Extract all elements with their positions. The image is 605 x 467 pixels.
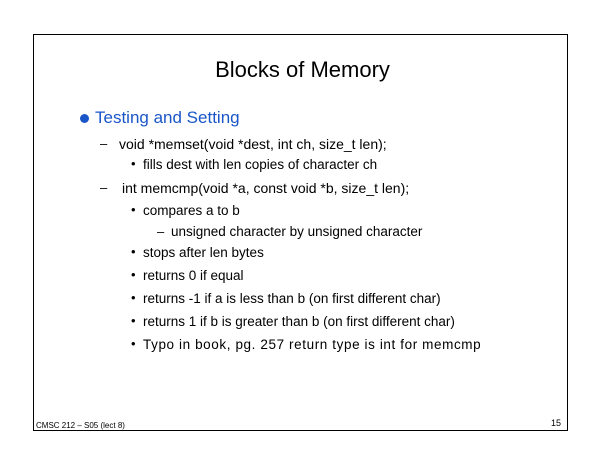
- dot-marker: •: [131, 313, 136, 328]
- memcmp-unsigned: unsigned character by unsigned character: [171, 224, 423, 239]
- main-bullet-marker: [80, 114, 89, 123]
- dash-marker: –: [100, 136, 108, 151]
- memset-signature: void *memset(void *dest, int ch, size_t …: [119, 136, 387, 152]
- dash-marker: –: [157, 224, 165, 239]
- slide-title: Blocks of Memory: [215, 57, 390, 82]
- dot-marker: •: [131, 156, 136, 171]
- memcmp-signature: int memcmp(void *a, const void *b, size_…: [122, 180, 410, 196]
- memcmp-returns-1: returns 1 if b is greater than b (on fir…: [143, 314, 455, 329]
- dot-marker: •: [131, 290, 136, 305]
- slide-frame: [33, 34, 568, 431]
- dot-marker: •: [131, 202, 136, 217]
- main-bullet-text: Testing and Setting: [95, 108, 240, 127]
- memcmp-stops: stops after len bytes: [143, 245, 264, 260]
- memcmp-returns-neg1: returns -1 if a is less than b (on first…: [143, 291, 441, 306]
- dot-marker: •: [131, 336, 136, 351]
- page-number: 15: [551, 418, 562, 428]
- typo-note: Typo in book, pg. 257 return type is int…: [143, 337, 482, 352]
- memcmp-returns-0: returns 0 if equal: [143, 268, 244, 283]
- dot-marker: •: [131, 244, 136, 259]
- memcmp-compares: compares a to b: [143, 203, 240, 218]
- dash-marker: –: [100, 180, 108, 195]
- footer-course-label: CMSC 212 – S05 (lect 8): [36, 421, 125, 430]
- dot-marker: •: [131, 267, 136, 282]
- memset-description: fills dest with len copies of character …: [143, 157, 378, 172]
